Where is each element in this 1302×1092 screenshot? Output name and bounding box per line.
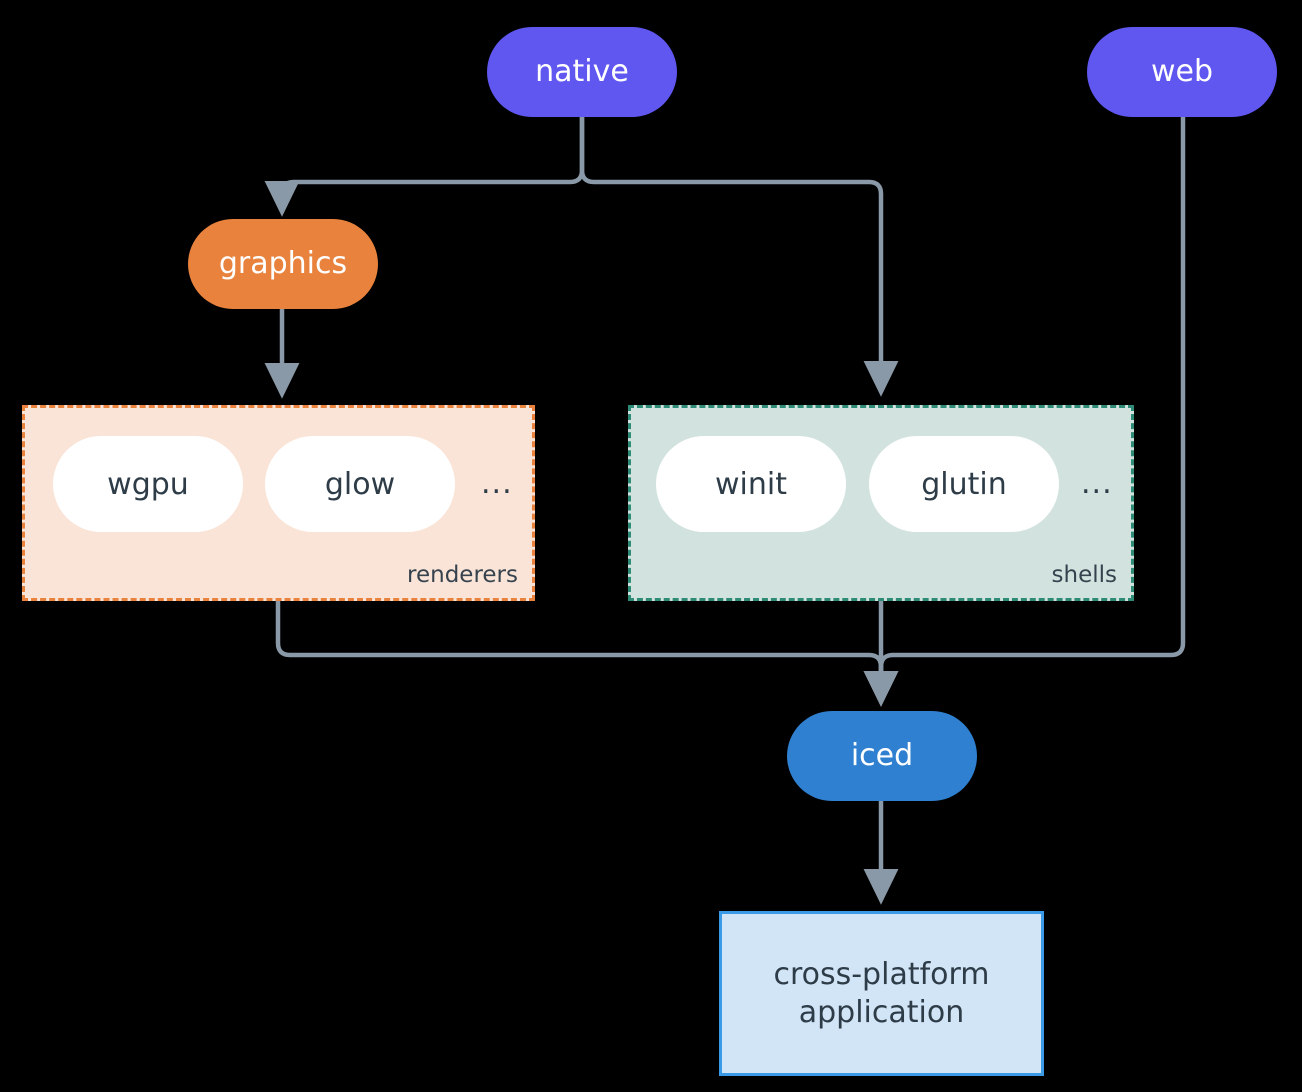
node-web[interactable]: web	[1087, 27, 1277, 117]
node-glow-label: glow	[324, 466, 396, 502]
node-glutin[interactable]: glutin	[869, 436, 1059, 532]
node-native[interactable]: native	[487, 27, 677, 117]
shells-overflow-label: ...	[1081, 466, 1113, 501]
node-iced-label: iced	[850, 738, 914, 774]
edge-web-to-iced	[863, 114, 1186, 707]
shells-overflow-ellipsis: ...	[1081, 436, 1113, 532]
node-graphics-label: graphics	[218, 246, 348, 282]
edge-native-to-graphics	[264, 114, 585, 217]
cluster-renderers-label: renderers	[407, 562, 518, 588]
node-glutin-label: glutin	[921, 466, 1007, 502]
renderers-overflow-label: ...	[481, 466, 513, 501]
node-winit[interactable]: winit	[656, 436, 846, 532]
renderers-overflow-ellipsis: ...	[481, 436, 513, 532]
node-wgpu-label: wgpu	[107, 466, 189, 502]
cluster-renderers[interactable]: wgpu glow ... renderers	[22, 405, 535, 601]
node-graphics[interactable]: graphics	[188, 219, 378, 309]
cluster-shells-label: shells	[1051, 562, 1117, 588]
node-glow[interactable]: glow	[265, 436, 455, 532]
node-cross-platform-application[interactable]: cross-platform application	[719, 911, 1044, 1076]
application-label-line2: application	[798, 994, 965, 1030]
node-native-label: native	[535, 54, 629, 90]
cluster-shells[interactable]: winit glutin ... shells	[628, 405, 1134, 601]
application-label-line1: cross-platform	[773, 957, 990, 992]
edge-renderers-to-iced	[275, 598, 899, 707]
node-wgpu[interactable]: wgpu	[53, 436, 243, 532]
node-web-label: web	[1150, 54, 1214, 90]
edge-native-to-shells	[579, 114, 899, 397]
node-winit-label: winit	[715, 466, 787, 502]
node-iced[interactable]: iced	[787, 711, 977, 801]
